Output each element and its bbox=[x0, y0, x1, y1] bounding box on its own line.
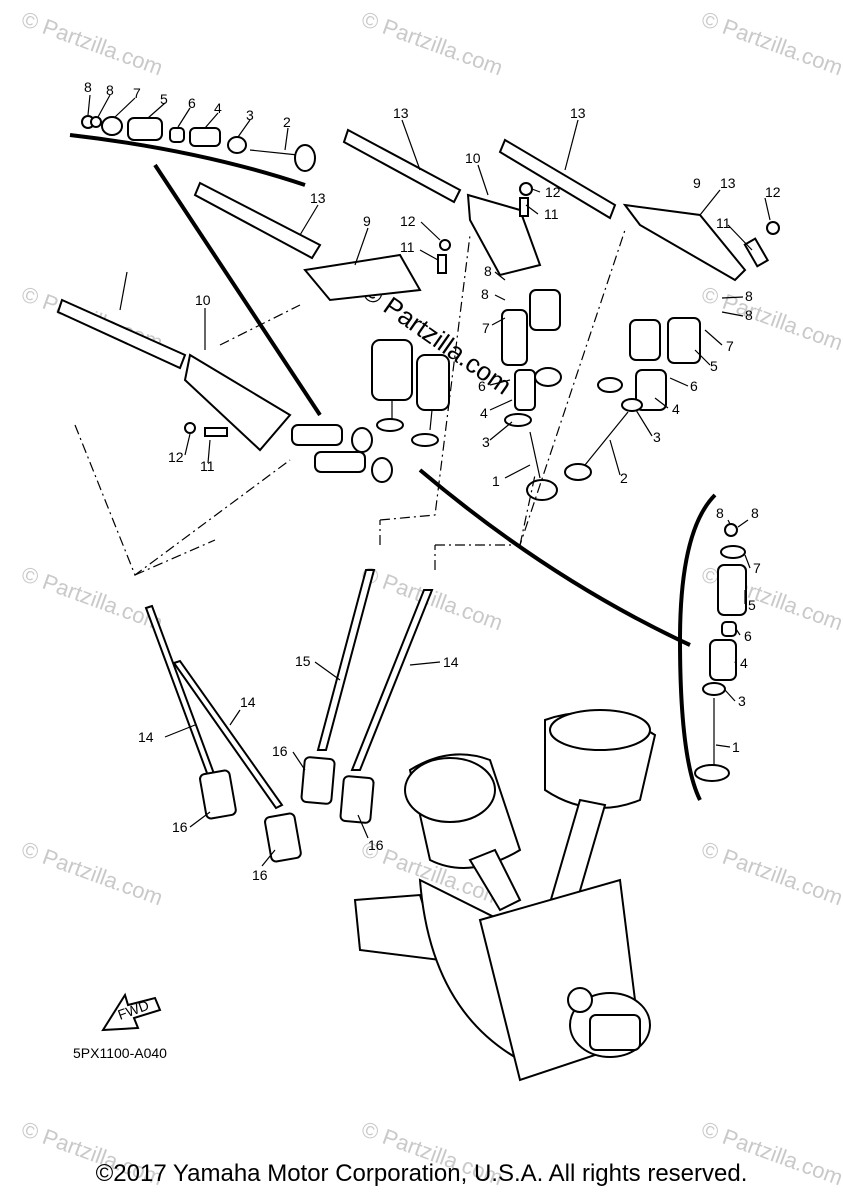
right-rocker-assembly bbox=[342, 128, 780, 647]
callout-pushrod-5: 16 bbox=[272, 743, 288, 759]
watermark-5: © Partzilla.com bbox=[698, 281, 843, 355]
callout-numbers: 8 8 7 5 6 4 3 2 13 13 9 12 11 10 12 11 1… bbox=[84, 79, 781, 883]
callout-rocker-right-11: 1 bbox=[492, 473, 500, 489]
callout-leaders bbox=[87, 94, 771, 867]
callout-top-left-2: 8 bbox=[106, 82, 114, 98]
watermark-9: © Partzilla.com bbox=[18, 836, 166, 910]
callout-far-right-2: 9 bbox=[693, 175, 701, 191]
callout-inset-3: 7 bbox=[753, 560, 761, 576]
watermark-6: © Partzilla.com bbox=[18, 561, 166, 635]
callout-pushrod-2: 14 bbox=[443, 654, 459, 670]
callout-rocker-right-4: 11 bbox=[544, 206, 559, 222]
fwd-arrow: FWD bbox=[101, 992, 162, 1032]
callout-far-right-12: 2 bbox=[620, 470, 628, 486]
guide-lines bbox=[74, 229, 626, 576]
callout-inset-1: 8 bbox=[716, 505, 724, 521]
callout-far-right-9: 6 bbox=[690, 378, 698, 394]
callout-pushrod-3: 14 bbox=[240, 694, 256, 710]
top-left-valve-assembly bbox=[69, 115, 322, 417]
copyright-notice: ©2017 Yamaha Motor Corporation, U.S.A. A… bbox=[95, 1160, 748, 1187]
callout-pushrod-7: 16 bbox=[252, 867, 268, 883]
callout-inset-5: 6 bbox=[744, 628, 752, 644]
callout-inset-2: 8 bbox=[751, 505, 759, 521]
callout-top-left-8: 2 bbox=[283, 114, 291, 130]
callout-pushrod-8: 16 bbox=[368, 837, 384, 853]
callout-rocker-left-5: 11 bbox=[400, 239, 415, 255]
callout-far-right-8: 5 bbox=[710, 358, 718, 374]
callout-inset-7: 3 bbox=[738, 693, 746, 709]
callout-rocker-left-3: 9 bbox=[363, 213, 371, 229]
callout-inset-6: 4 bbox=[740, 655, 748, 671]
pushrods-and-lifters bbox=[144, 569, 434, 863]
callout-rocker-right-3: 12 bbox=[545, 184, 561, 200]
callout-far-right-10: 4 bbox=[672, 401, 680, 417]
watermark-7: © Partzilla.com bbox=[358, 561, 506, 635]
callout-rocker-right-7: 7 bbox=[482, 320, 490, 336]
callout-rocker-right-9: 4 bbox=[480, 405, 488, 421]
callout-far-right-7: 7 bbox=[726, 338, 734, 354]
callout-rocker-right-6: 8 bbox=[481, 286, 489, 302]
callout-pushrod-4: 14 bbox=[138, 729, 154, 745]
watermark-2: © Partzilla.com bbox=[358, 6, 506, 80]
callout-top-left-1: 8 bbox=[84, 79, 92, 95]
callout-rocker-right-1: 13 bbox=[570, 105, 586, 121]
callout-rocker-right-8: 6 bbox=[478, 378, 486, 394]
callout-rocker-left-2: 13 bbox=[310, 190, 326, 206]
callout-rocker-right-5: 8 bbox=[484, 263, 492, 279]
callout-top-left-5: 6 bbox=[188, 95, 196, 111]
drawing-code: 5PX1100-A040 bbox=[73, 1045, 167, 1061]
callout-far-right-6: 8 bbox=[745, 307, 753, 323]
callout-top-left-6: 4 bbox=[214, 100, 222, 116]
right-inset-valve-assembly bbox=[677, 493, 747, 801]
callout-far-right-11: 3 bbox=[653, 429, 661, 445]
callout-rocker-left-4: 12 bbox=[400, 213, 416, 229]
callout-top-left-3: 7 bbox=[133, 85, 141, 101]
callout-far-right-1: 13 bbox=[720, 175, 736, 191]
callout-pushrod-6: 16 bbox=[172, 819, 188, 835]
callout-rocker-left-8: 11 bbox=[200, 458, 215, 474]
callout-inset-4: 5 bbox=[748, 597, 756, 613]
watermark-1: © Partzilla.com bbox=[18, 6, 166, 80]
callout-far-right-5: 8 bbox=[745, 288, 753, 304]
callout-rocker-left-7: 12 bbox=[168, 449, 184, 465]
engine-bottom bbox=[353, 709, 657, 1082]
callout-rocker-right-10: 3 bbox=[482, 434, 490, 450]
callout-rocker-left-1: 13 bbox=[393, 105, 409, 121]
watermark-11: © Partzilla.com bbox=[698, 836, 843, 910]
callout-inset-8: 1 bbox=[732, 739, 740, 755]
callout-far-right-3: 12 bbox=[765, 184, 781, 200]
callout-top-left-4: 5 bbox=[160, 91, 168, 107]
callout-top-left-7: 3 bbox=[246, 107, 254, 123]
callout-pushrod-1: 15 bbox=[295, 653, 311, 669]
left-rocker-assembly bbox=[56, 181, 451, 483]
callout-far-right-4: 11 bbox=[716, 215, 731, 231]
callout-rocker-left-6: 10 bbox=[195, 292, 211, 308]
callout-rocker-right-2: 10 bbox=[465, 150, 481, 166]
watermark-3: © Partzilla.com bbox=[698, 6, 843, 80]
